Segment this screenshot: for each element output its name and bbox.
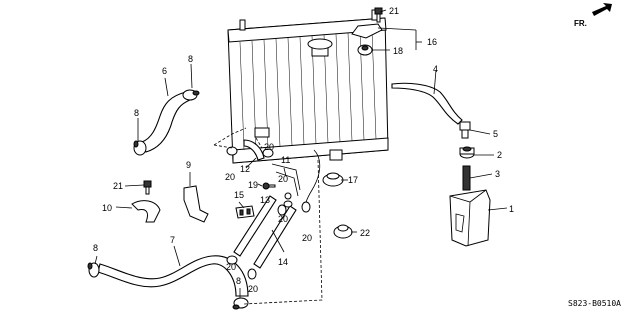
atf-pipe [271,163,301,197]
callout-4: 4 [433,64,438,74]
callout-20: 20 [248,284,258,294]
callout-5: 5 [493,129,498,139]
callout-16: 16 [427,37,437,47]
hose-clamp-lower-b [232,297,249,310]
callout-20: 20 [278,174,288,184]
callout-17: 17 [348,175,358,185]
callout-numbers: 21 16 18 4 5 2 3 1 17 22 6 8 8 9 21 10 8… [93,6,514,294]
atf-pipe-line [304,149,321,211]
bracket-10 [131,200,161,223]
callout-11: 11 [281,155,290,165]
bracket-15 [235,205,255,219]
front-direction-icon [592,3,612,16]
callout-21: 21 [113,181,123,191]
atf-hose-short [243,139,265,161]
callout-1: 1 [509,204,514,214]
callout-8: 8 [134,108,139,118]
lower-hose [97,255,249,297]
callout-2: 2 [497,150,502,160]
nut-18 [357,44,373,56]
leader-lines [94,9,508,305]
callout-3: 3 [495,169,500,179]
callout-22: 22 [360,228,370,238]
clamp-13 [283,200,293,208]
callout-20: 20 [226,262,236,272]
callout-8: 8 [188,54,193,64]
reserve-tank [449,189,491,247]
callout-8: 8 [93,243,98,253]
callout-9: 9 [186,160,191,170]
callout-13: 13 [260,195,270,205]
radiator [227,9,389,164]
direction-label: FR. [574,19,587,28]
hose-clamp-lower-a [87,262,100,278]
cap-2 [459,146,475,159]
diagram-code: S823-B0510A [568,299,621,308]
atf-hose-b [253,205,297,269]
callout-7: 7 [170,235,175,245]
callout-20: 20 [225,172,235,182]
upper-hose [141,91,191,153]
atf-hose-a [233,195,277,257]
callout-8: 8 [236,276,241,286]
callout-20: 20 [302,233,312,243]
bolt-19 [262,182,276,190]
callout-12: 12 [240,164,250,174]
callout-20: 20 [264,142,274,152]
callout-20: 20 [278,214,288,224]
bracket-16 [351,23,383,39]
tube-joint-5 [459,121,471,139]
callout-14: 14 [278,257,288,267]
overflow-tube [391,82,463,125]
callout-19: 19 [248,180,258,190]
clip-20 [226,146,311,280]
hose-clamp-upper-a [182,89,200,101]
hose-clamp-upper-b [133,140,147,156]
callout-21: 21 [389,6,399,16]
callout-10: 10 [102,203,112,213]
bracket-9 [183,185,209,223]
bolt-21-left [143,180,152,195]
cushion-22 [333,224,353,239]
cushion-17 [322,172,344,187]
callout-6: 6 [162,66,167,76]
callout-15: 15 [234,190,244,200]
callout-18: 18 [393,46,403,56]
siphon-tube-3 [462,165,471,191]
